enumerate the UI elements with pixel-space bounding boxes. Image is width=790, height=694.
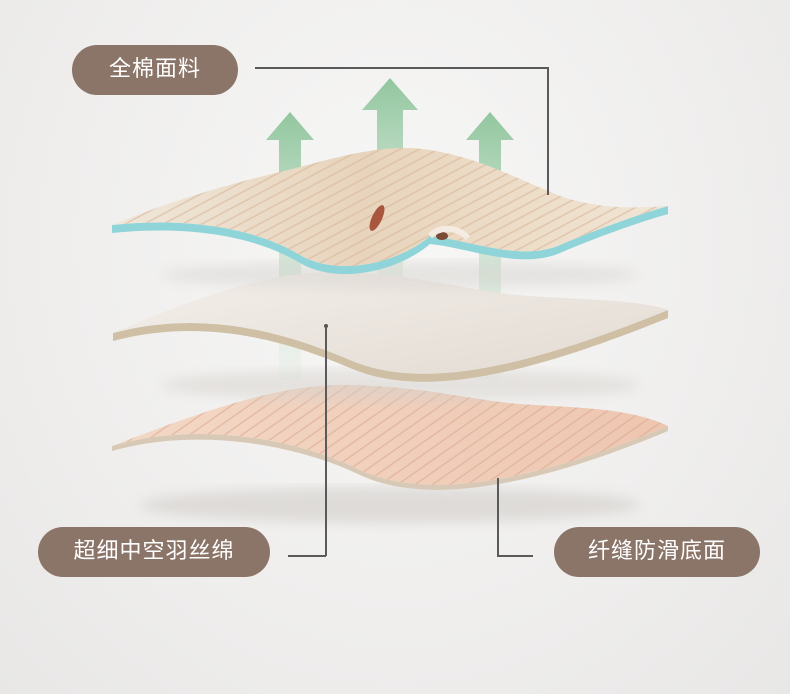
bottom-layer-fabric <box>112 385 668 523</box>
leader-line-middle-horizontal <box>288 555 326 557</box>
leader-line-bottom-vertical <box>497 478 499 556</box>
leader-line-top-horizontal <box>255 67 548 69</box>
leader-line-middle-vertical <box>325 326 327 556</box>
middle-layer-padding <box>113 271 668 401</box>
label-bottom-base-text: 纤缝防滑底面 <box>587 539 726 564</box>
leader-line-top-vertical <box>547 67 549 195</box>
top-layer-fabric <box>112 148 668 289</box>
label-middle-padding: 超细中空羽丝绵 <box>38 527 270 577</box>
label-bottom-base: 纤缝防滑底面 <box>554 527 760 577</box>
label-top-fabric-text: 全棉面料 <box>108 57 201 82</box>
label-middle-padding-text: 超细中空羽丝绵 <box>73 539 235 564</box>
label-top-fabric: 全棉面料 <box>72 45 238 95</box>
leader-line-bottom-horizontal <box>497 555 533 557</box>
